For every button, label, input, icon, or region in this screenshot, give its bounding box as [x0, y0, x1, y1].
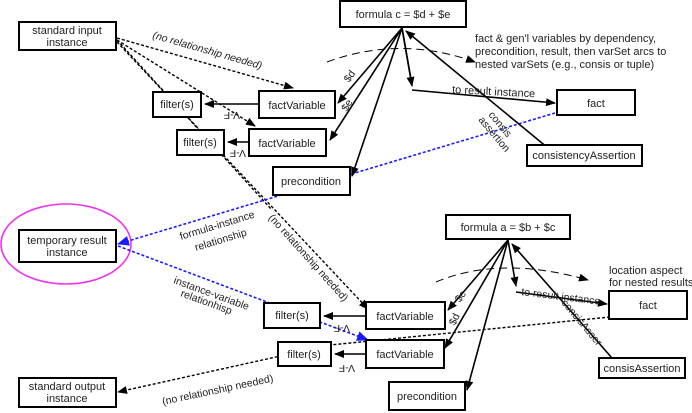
edge-formula-a-to-fact [515, 291, 608, 307]
edge-assertion-to-formula-c [405, 30, 549, 149]
fact-label: fact [587, 98, 605, 110]
no-relationship-label-diag: (no relationship needed) [266, 212, 351, 304]
ordering-arc-top [326, 48, 476, 63]
arc-label-d-bottom: $d [447, 311, 463, 327]
vf-label-2: V-F [230, 147, 246, 159]
edge-fact-to-temp [117, 112, 556, 246]
edge-formula-c-to-factvar2 [329, 27, 403, 141]
factvariable-label: factVariable [376, 349, 433, 361]
filter-label: filter(s) [183, 137, 217, 149]
standard-output-label: standard output [29, 381, 105, 393]
to-result-label-top: to result instance [452, 84, 536, 100]
standard-input-label-2: instance [47, 37, 88, 49]
filter-node-1: filter(s) [152, 91, 202, 118]
fact-node-1: fact [556, 89, 636, 116]
edge-input-to-factvar-top [116, 37, 294, 90]
filter-label: filter(s) [160, 99, 194, 111]
vf-label-4: V-F [339, 362, 355, 374]
factvariable-node-1: factVariable [258, 90, 336, 119]
temporary-result-label: temporary result [27, 235, 106, 247]
location-note-line2: for nested results [609, 277, 692, 289]
temporary-result-label-2: instance [47, 247, 88, 259]
temporary-result-instance-node: temporary result instance [18, 229, 117, 263]
fact-node-2: fact [608, 290, 688, 320]
consis-assertion-node: consisAssertion [598, 357, 686, 379]
factvariable-label: factVariable [258, 138, 315, 150]
standard-output-label-2: instance [47, 393, 88, 405]
vf-label-3: V-F [334, 322, 350, 334]
factvariable-label: factVariable [376, 311, 433, 323]
edge-formula-a-to-precondition [465, 239, 509, 391]
ordering-note-line1: fact & gen'l variables by dependency, [475, 33, 656, 45]
edge-formula-c-down2 [401, 27, 415, 87]
edge-input-diag [116, 39, 273, 211]
precondition-node-2: precondition [388, 381, 466, 411]
consis-assertion-label: consisAssertion [603, 363, 680, 375]
ordering-note-line2: precondition, result, then varSet arcs t… [475, 46, 666, 58]
filter-node-2: filter(s) [176, 129, 225, 156]
highlight-ellipse [0, 203, 132, 285]
precondition-label: precondition [281, 176, 341, 188]
formula-a-label: formula a = $b + $c [461, 222, 556, 234]
formula-a-node: formula a = $b + $c [445, 214, 571, 240]
edge-input-to-factvar-top2 [116, 39, 256, 127]
factvariable-node-2: factVariable [248, 128, 327, 157]
edge-formula-c-to-factvar1 [337, 27, 403, 104]
fact-label: fact [639, 300, 657, 312]
edge-formula-a-to-factvar1 [447, 239, 509, 311]
standard-output-instance-node: standard output instance [18, 377, 117, 408]
edge-assertion-to-formula-a [511, 243, 613, 359]
ordering-note-line3: nested varSets (e.g., consis or tuple) [475, 59, 654, 71]
location-note-line1: location aspect [609, 265, 682, 277]
factvariable-node-3: factVariable [365, 301, 446, 330]
filter-label: filter(s) [275, 310, 309, 322]
ordering-arc-bottom [435, 267, 589, 283]
edge-temp-to-factvar [117, 245, 369, 341]
edge-formula-c-to-precondition [351, 27, 403, 177]
formula-c-node: formula c = $d + $e [339, 0, 467, 28]
vf-label-1: V-F [224, 109, 240, 121]
formula-c-label: formula c = $d + $e [356, 9, 451, 21]
standard-input-instance-node: standard input instance [18, 21, 117, 51]
precondition-node-1: precondition [272, 166, 351, 196]
edge-formula-a-down [507, 239, 519, 287]
standard-input-label: standard input [32, 25, 102, 37]
no-relationship-label-bottom: (no relationship needed) [161, 373, 274, 408]
edge-formula-c-to-fact [411, 89, 556, 107]
consistency-assertion-node: consistencyAssertion [526, 144, 643, 167]
filter-node-3: filter(s) [263, 302, 321, 329]
edge-formula-a-to-factvar2 [444, 239, 509, 349]
factvariable-label: factVariable [268, 100, 325, 112]
consistency-assertion-label: consistencyAssertion [532, 150, 635, 162]
precondition-label: precondition [397, 391, 457, 403]
filter-node-4: filter(s) [277, 341, 332, 367]
arc-label-e: $e [339, 97, 355, 113]
factvariable-node-4: factVariable [365, 339, 445, 369]
no-relationship-label-top: (no relationship needed) [151, 29, 263, 72]
filter-label: filter(s) [287, 349, 321, 361]
